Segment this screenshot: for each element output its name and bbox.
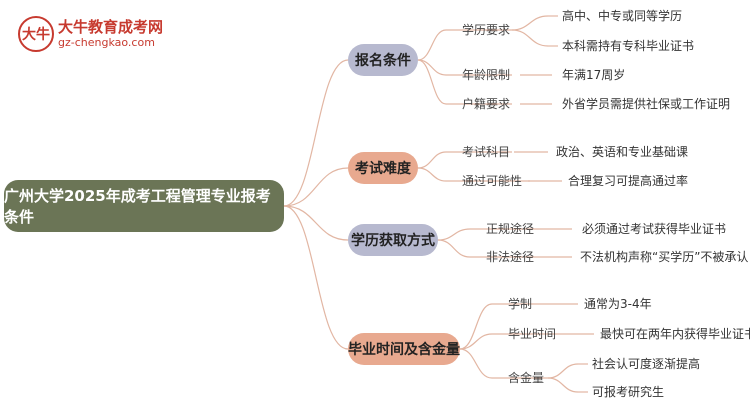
connector-line-23 bbox=[437, 239, 471, 258]
connector-line-36 bbox=[547, 363, 579, 379]
leaf-legal-path: 必须通过考试获得毕业证书 bbox=[582, 222, 727, 236]
node-education-requirement: 学历要求 bbox=[462, 23, 511, 37]
connector-line-30 bbox=[459, 348, 493, 379]
leaf-residency: 外省学员需提供社保或工作证明 bbox=[562, 97, 731, 111]
node-illegal-path: 非法途径 bbox=[486, 250, 535, 264]
node-residency-requirement: 户籍要求 bbox=[462, 97, 511, 111]
leaf-subjects: 政治、英语和专业基础课 bbox=[556, 145, 689, 159]
leaf-pass-rate: 合理复习可提高通过率 bbox=[568, 174, 689, 188]
category-node-graduation-value: 毕业时间及含金量 bbox=[348, 333, 460, 365]
leaf-study-length: 通常为3-4年 bbox=[584, 297, 652, 311]
site-logo[interactable]: 大牛 大牛教育成考网 gz-chengkao.com bbox=[10, 14, 210, 58]
connector-line-17 bbox=[417, 167, 447, 182]
connector-line-16 bbox=[417, 151, 447, 169]
leaf-postgraduate: 可报考研究生 bbox=[592, 385, 665, 399]
root-node: 广州大学2025年成考工程管理专业报考条件 bbox=[4, 180, 284, 232]
connector-line-10 bbox=[511, 15, 549, 31]
leaf-illegal-path: 不法机构声称“买学历”不被承认 bbox=[580, 250, 749, 264]
connector-line-29 bbox=[459, 333, 493, 350]
connector-line-28 bbox=[459, 303, 493, 350]
node-study-length: 学制 bbox=[508, 297, 533, 311]
leaf-bachelor-requirement: 本科需持有专科毕业证书 bbox=[562, 39, 695, 53]
leaf-social-recognition: 社会认可度逐渐提高 bbox=[592, 357, 701, 371]
node-legal-path: 正规途径 bbox=[486, 222, 535, 236]
node-graduation-time: 毕业时间 bbox=[508, 327, 557, 341]
logo-emblem-icon: 大牛 bbox=[18, 16, 54, 52]
logo-url: gz-chengkao.com bbox=[58, 36, 155, 49]
connector-line-22 bbox=[437, 228, 471, 241]
leaf-age: 年满17周岁 bbox=[562, 68, 626, 82]
connector-line-6 bbox=[417, 59, 447, 105]
category-node-exam-difficulty: 考试难度 bbox=[348, 152, 418, 184]
node-exam-subjects: 考试科目 bbox=[462, 145, 511, 159]
leaf-graduation-time: 最快可在两年内获得毕业证书 bbox=[600, 327, 750, 341]
leaf-high-school: 高中、中专或同等学历 bbox=[562, 9, 683, 23]
node-value: 含金量 bbox=[508, 371, 545, 385]
node-pass-likelihood: 通过可能性 bbox=[462, 174, 523, 188]
connector-line-4 bbox=[417, 29, 447, 61]
category-node-degree-acquisition: 学历获取方式 bbox=[348, 224, 438, 256]
connector-line-3 bbox=[283, 205, 349, 350]
connector-line-37 bbox=[547, 377, 579, 393]
node-age-limit: 年龄限制 bbox=[462, 68, 511, 82]
connector-line-2 bbox=[283, 205, 349, 241]
connector-line-11 bbox=[511, 29, 549, 47]
logo-site-name: 大牛教育成考网 bbox=[58, 18, 164, 36]
connector-line-0 bbox=[283, 59, 349, 207]
category-node-registration: 报名条件 bbox=[348, 44, 418, 76]
connector-line-1 bbox=[283, 167, 349, 207]
